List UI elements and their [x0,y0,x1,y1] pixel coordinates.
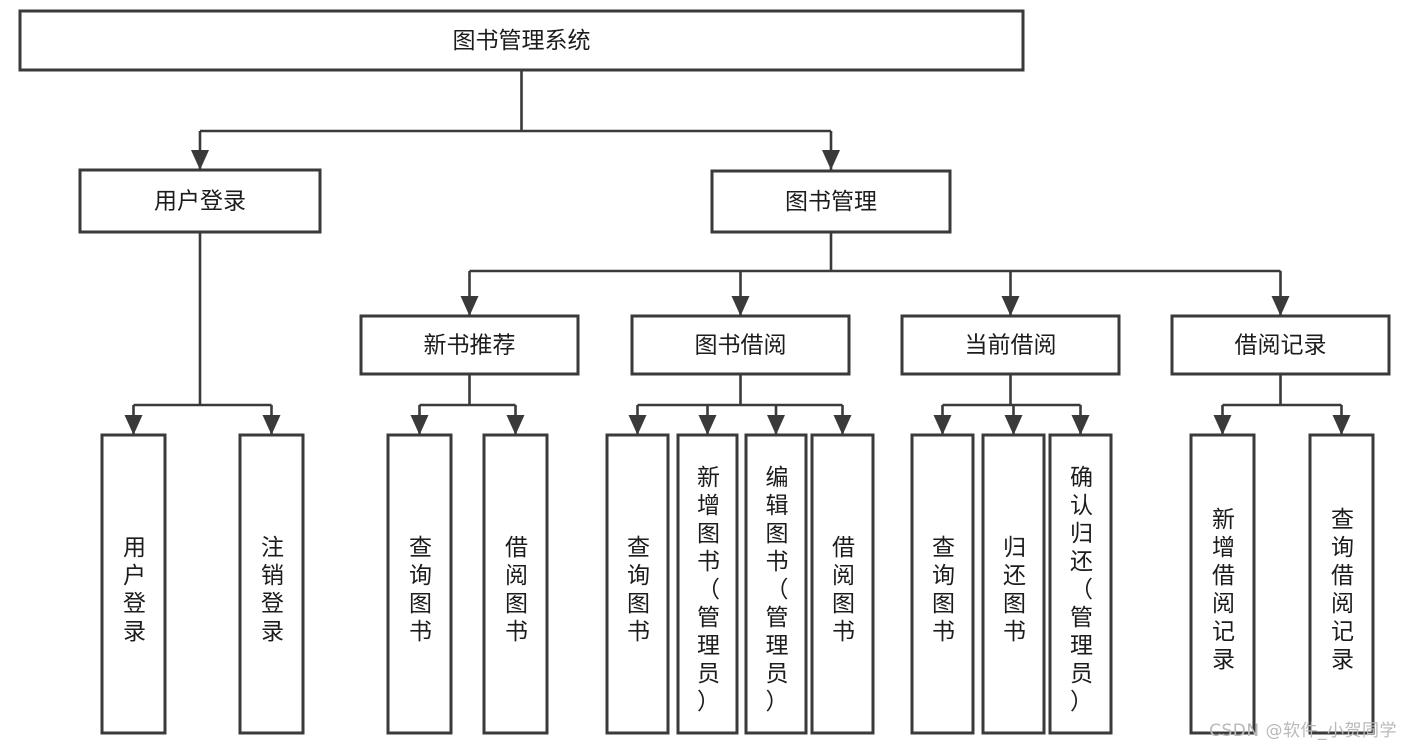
leaf-label: 注销登录 [261,535,284,645]
node-level3-2[interactable]: 当前借阅 [900,314,1121,376]
arrow-head-icon [767,415,785,435]
leaf-label: 借阅图书 [505,535,528,645]
node-leaf-8[interactable]: 查询图书 [910,433,975,735]
arrow-head-icon [731,296,750,316]
leaf-label: 用户登录 [123,535,146,645]
arrow-head-icon [1213,415,1232,435]
arrow-head-icon [262,415,281,435]
node-leaf-0[interactable]: 用户登录 [100,433,167,735]
leaf-label: 新增图书（管理员） [697,465,720,715]
node-level3-1[interactable]: 图书借阅 [630,314,851,376]
node-root[interactable]: 图书管理系统 [18,9,1025,72]
arrow-head-icon [460,296,479,316]
leaf-label: 借阅图书 [832,535,855,645]
leaf-label: 确认归还（管理员） [1070,465,1093,715]
arrow-head-icon [124,415,143,435]
node-leaf-2[interactable]: 查询图书 [386,433,453,735]
arrow-head-icon [628,415,647,435]
arrow-head-icon [410,415,429,435]
node-leaf-7[interactable]: 借阅图书 [810,433,875,735]
node-label: 用户登录 [154,189,246,215]
node-level3-0[interactable]: 新书推荐 [359,314,580,376]
node-leaf-12[interactable]: 查询借阅记录 [1308,433,1375,735]
node-leaf-11[interactable]: 新增借阅记录 [1189,433,1256,735]
node-leaf-9[interactable]: 归还图书 [981,433,1046,735]
node-label: 图书管理 [785,189,877,215]
arrow-head-icon [698,415,717,435]
connector-layer [124,70,1351,435]
leaf-label: 查询图书 [409,535,432,645]
node-leaf-5[interactable]: 新增图书（管理员） [676,433,739,735]
node-level2-0[interactable]: 用户登录 [78,168,322,234]
leaf-label: 查询借阅记录 [1331,507,1354,673]
node-label: 图书管理系统 [453,28,591,54]
leaf-label: 归还图书 [1003,535,1026,645]
arrow-head-icon [191,150,209,170]
node-leaf-10[interactable]: 确认归还（管理员） [1048,433,1113,735]
arrow-head-icon [506,415,525,435]
node-leaf-4[interactable]: 查询图书 [605,433,670,735]
arrow-head-icon [833,415,852,435]
leaf-label: 编辑图书（管理员） [766,465,789,715]
node-label: 当前借阅 [965,333,1057,359]
arrow-head-icon [1001,296,1020,316]
node-layer: 图书管理系统用户登录图书管理新书推荐图书借阅当前借阅借阅记录用户登录注销登录查询… [18,9,1391,735]
node-label: 新书推荐 [424,333,516,359]
node-leaf-3[interactable]: 借阅图书 [482,433,549,735]
node-label: 图书借阅 [695,333,787,359]
leaf-label: 新增借阅记录 [1212,507,1235,673]
arrow-head-icon [1332,415,1351,435]
node-level3-3[interactable]: 借阅记录 [1170,314,1391,376]
node-level2-1[interactable]: 图书管理 [710,169,952,234]
node-label: 借阅记录 [1235,333,1327,359]
arrow-head-icon [1271,296,1290,316]
leaf-label: 查询图书 [932,535,955,645]
node-leaf-6[interactable]: 编辑图书（管理员） [744,433,808,735]
arrow-head-icon [1004,415,1023,435]
arrow-head-icon [933,415,952,435]
leaf-label: 查询图书 [627,535,650,645]
arrow-head-icon [1071,415,1090,435]
arrow-head-icon [822,150,840,170]
node-leaf-1[interactable]: 注销登录 [238,433,305,735]
